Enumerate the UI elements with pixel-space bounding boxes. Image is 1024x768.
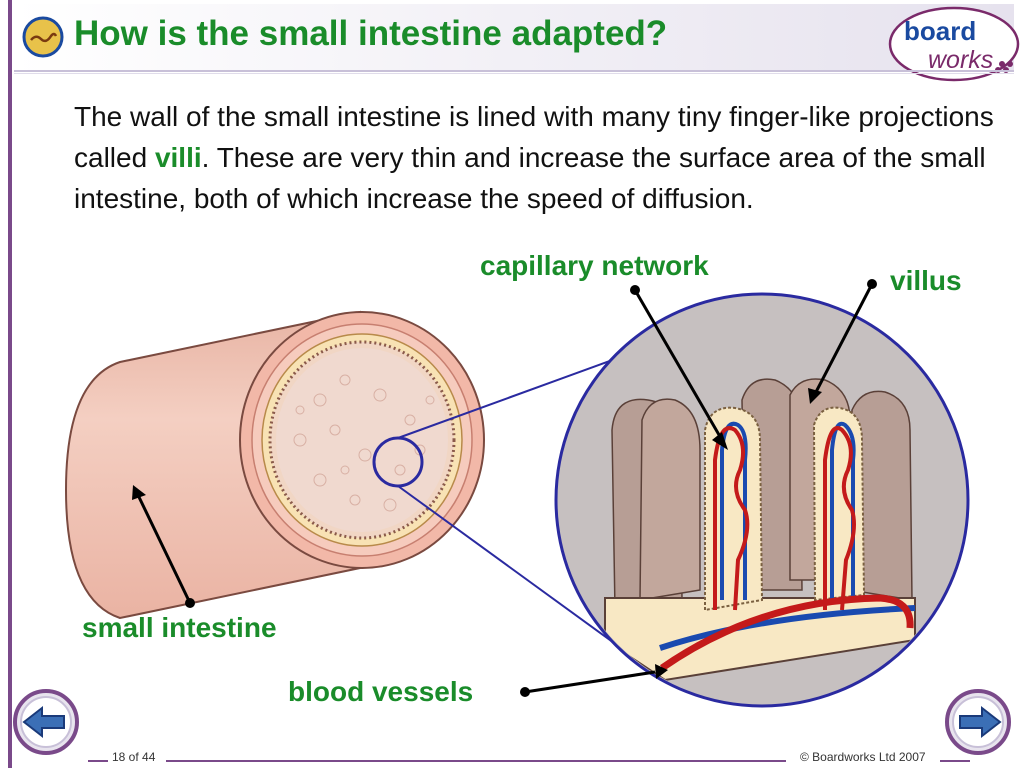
footer-line-middle <box>166 760 786 762</box>
left-arrow-icon <box>22 705 65 739</box>
header-divider-light <box>14 73 1014 74</box>
copyright: © Boardworks Ltd 2007 <box>800 750 926 764</box>
pointer-villus <box>808 279 877 404</box>
label-villus: villus <box>890 265 962 296</box>
logo-text-works: works <box>928 46 993 74</box>
label-capillary-network: capillary network <box>480 250 709 281</box>
left-frame-border <box>8 0 12 768</box>
label-blood-vessels: blood vessels <box>288 676 474 707</box>
pointer-blood-vessels <box>520 664 668 697</box>
page-number: 18 of 44 <box>112 750 156 764</box>
pointer-small-intestine <box>132 485 195 608</box>
body-text-part-2: . These are very thin and increase the s… <box>74 142 986 214</box>
header-divider <box>14 70 1014 72</box>
body-paragraph: The wall of the small intestine is lined… <box>74 96 1004 219</box>
header-gradient <box>14 4 1014 70</box>
intestine-icon <box>22 16 64 58</box>
previous-slide-button[interactable] <box>12 688 80 756</box>
body-text-part-1: The wall of the small intestine is lined… <box>74 101 994 173</box>
label-small-intestine: small intestine <box>82 612 277 643</box>
page-title: How is the small intestine adapted? <box>74 14 668 53</box>
logo-text-board: board <box>904 16 976 46</box>
footer-line-right <box>940 760 970 762</box>
pointer-capillary-network <box>630 285 728 450</box>
villi-keyword: villi <box>154 142 202 173</box>
footer-line-left <box>88 760 108 762</box>
next-slide-button[interactable] <box>944 688 1012 756</box>
boardworks-logo: board works <box>888 6 1020 82</box>
right-arrow-icon <box>959 705 1002 739</box>
villi-zoom-view <box>554 292 970 708</box>
small-intestine-tube <box>64 310 485 620</box>
